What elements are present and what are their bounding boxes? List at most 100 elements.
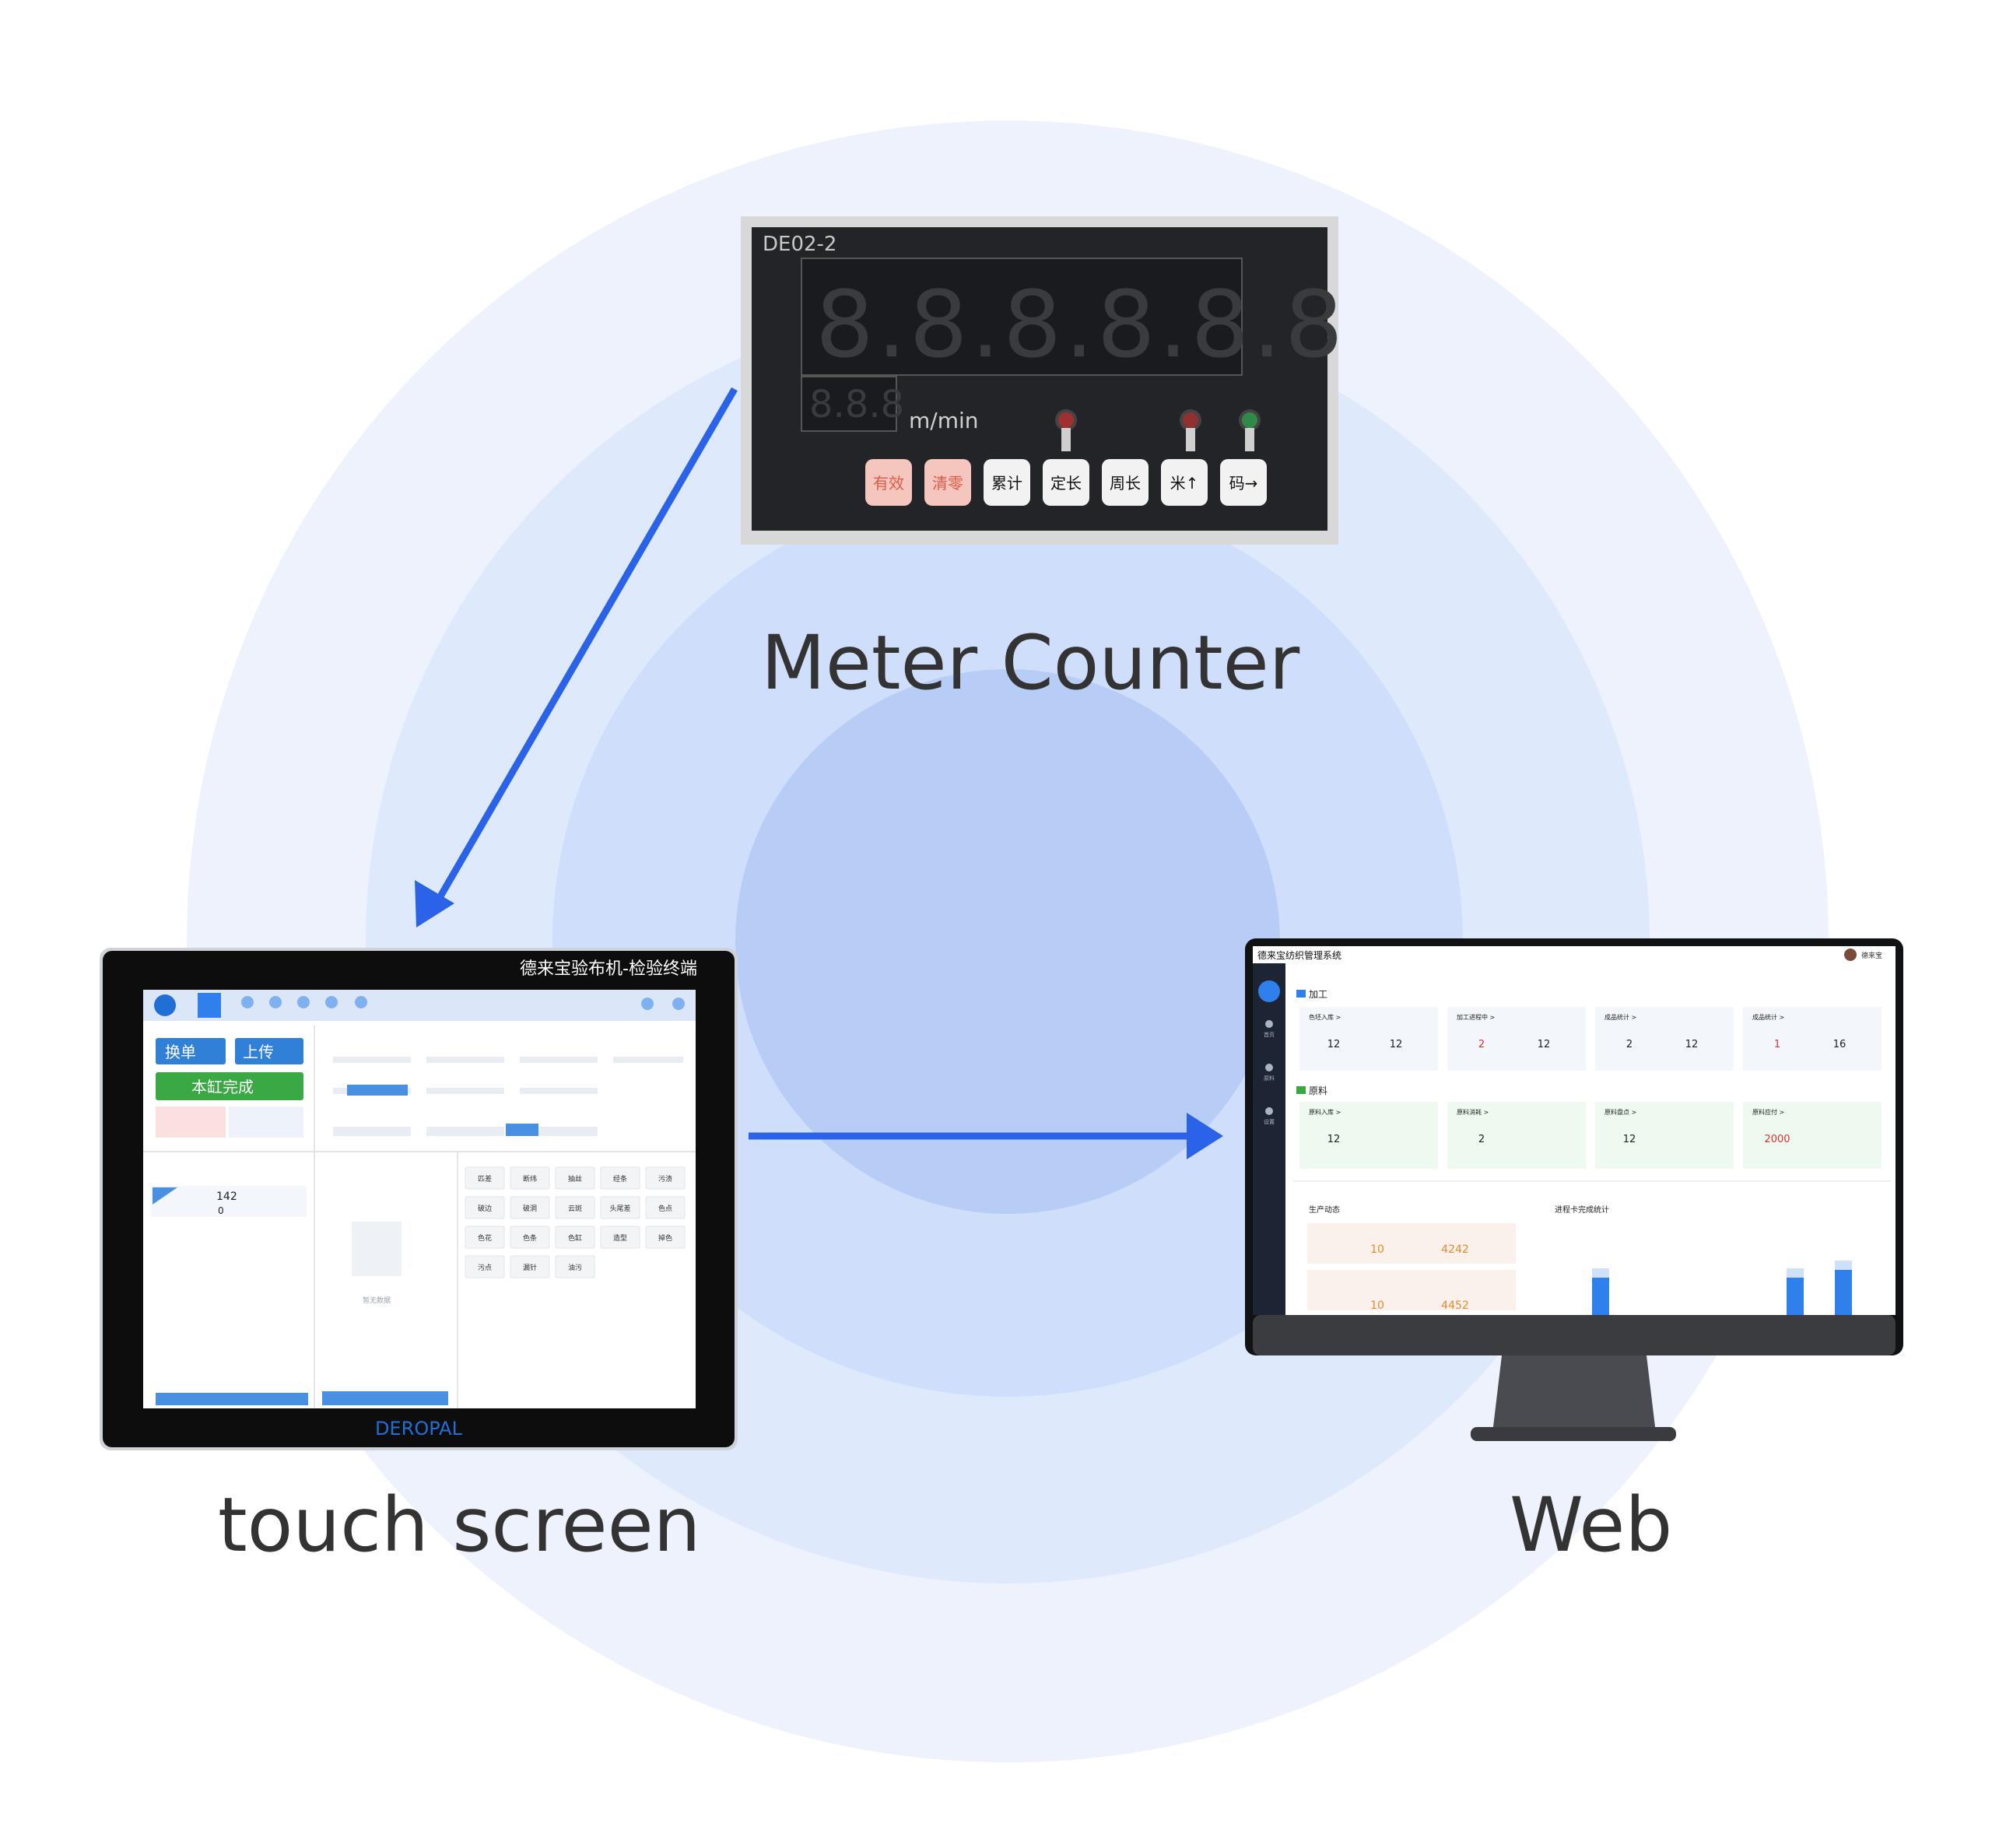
meter-button-label-4: 周长 bbox=[1110, 474, 1141, 493]
web-title: 德来宝纺织管理系统 bbox=[1257, 949, 1341, 961]
defect-button-4[interactable] bbox=[645, 1166, 686, 1190]
meter-button-3[interactable] bbox=[1043, 459, 1089, 506]
raw-card-title-0: 原料入库 > bbox=[1309, 1108, 1341, 1116]
meter-button-4[interactable] bbox=[1102, 459, 1149, 506]
defect-button-16[interactable] bbox=[510, 1255, 550, 1278]
raw-card-title-2: 原料盘点 > bbox=[1604, 1108, 1636, 1116]
change-order-button[interactable]: 换单 bbox=[165, 1043, 196, 1061]
svg-text:8.8.8.8.8.8.: 8.8.8.8.8.8. bbox=[815, 271, 1338, 378]
processing-card-3[interactable] bbox=[1743, 1007, 1882, 1071]
defect-button-11[interactable] bbox=[510, 1226, 550, 1249]
defect-button-14[interactable] bbox=[645, 1226, 686, 1249]
defect-label-10: 色花 bbox=[478, 1233, 492, 1243]
processing-card-0[interactable] bbox=[1299, 1007, 1438, 1071]
meter-speed-display: 8.8.8 bbox=[809, 383, 904, 426]
meter-counter-device: DE02-2 8.8.8.8.8.8. 8.8.8 m/min 有效 清零 累计 定长… bbox=[741, 216, 1376, 545]
defect-button-8[interactable] bbox=[600, 1196, 640, 1219]
nav-icon-1[interactable] bbox=[1265, 1064, 1273, 1071]
meter-button-label-3: 定长 bbox=[1050, 474, 1082, 493]
meter-main-display: 8.8.8.8.8.8. bbox=[815, 271, 1376, 378]
defect-label-6: 破洞 bbox=[523, 1204, 537, 1213]
meter-button-5[interactable] bbox=[1161, 459, 1208, 506]
defect-button-15[interactable] bbox=[465, 1255, 505, 1278]
nav-icon-2[interactable] bbox=[1265, 1107, 1273, 1115]
meter-button-2[interactable] bbox=[984, 459, 1030, 506]
web-user: 德来宝 bbox=[1861, 951, 1882, 960]
raw-card-title-3: 原料应付 > bbox=[1752, 1108, 1784, 1116]
defect-label-9: 色点 bbox=[658, 1204, 672, 1213]
defect-label-17: 油污 bbox=[568, 1263, 582, 1272]
meter-button-6[interactable] bbox=[1220, 459, 1267, 506]
raw-card-3[interactable] bbox=[1743, 1102, 1882, 1169]
processing-card-title-1: 加工进程中 > bbox=[1457, 1013, 1495, 1021]
processing-card-b-0: 12 bbox=[1390, 1039, 1403, 1050]
processing-card-2[interactable] bbox=[1595, 1007, 1734, 1071]
meter-button-label-5: 米↑ bbox=[1170, 474, 1199, 493]
upload-button[interactable]: 上传 bbox=[243, 1043, 274, 1061]
processing-card-a-0: 12 bbox=[1327, 1039, 1341, 1050]
defect-label-7: 云斑 bbox=[568, 1204, 582, 1213]
defect-button-12[interactable] bbox=[555, 1226, 595, 1249]
defect-button-7[interactable] bbox=[555, 1196, 595, 1219]
empty-text: 暂无数据 bbox=[363, 1296, 391, 1305]
processing-card-title-3: 成品统计 > bbox=[1752, 1013, 1784, 1021]
raw-card-1[interactable] bbox=[1447, 1102, 1586, 1169]
processing-card-a-3: 1 bbox=[1774, 1039, 1780, 1050]
defect-label-4: 污渍 bbox=[658, 1174, 672, 1183]
processing-card-b-1: 12 bbox=[1538, 1039, 1551, 1050]
defect-button-10[interactable] bbox=[465, 1226, 505, 1249]
processing-card-title-0: 色坯入库 > bbox=[1309, 1013, 1341, 1021]
raw-card-2[interactable] bbox=[1595, 1102, 1734, 1169]
raw-card-a-0: 12 bbox=[1327, 1134, 1341, 1145]
label-web: Web bbox=[1510, 1482, 1673, 1569]
processing-card-a-1: 2 bbox=[1478, 1039, 1485, 1050]
meter-button-label-0: 有效 bbox=[873, 474, 904, 493]
meter-button-1[interactable] bbox=[924, 459, 971, 506]
defect-label-5: 破边 bbox=[478, 1204, 492, 1213]
prod-c: 10 bbox=[1370, 1299, 1384, 1312]
meter-model: DE02-2 bbox=[763, 233, 836, 256]
processing-card-1[interactable] bbox=[1447, 1007, 1586, 1071]
raw-card-a-2: 12 bbox=[1623, 1134, 1636, 1145]
defect-button-17[interactable] bbox=[555, 1255, 595, 1278]
counter-zero: 0 bbox=[218, 1205, 224, 1216]
defect-button-6[interactable] bbox=[510, 1196, 550, 1219]
section-raw: 原料 bbox=[1309, 1085, 1327, 1096]
processing-card-title-2: 成品统计 > bbox=[1604, 1013, 1636, 1021]
defect-label-16: 漏针 bbox=[523, 1263, 537, 1272]
defect-button-3[interactable] bbox=[600, 1166, 640, 1190]
defect-button-2[interactable] bbox=[555, 1166, 595, 1190]
nav-label-0[interactable]: 首页 bbox=[1264, 1031, 1275, 1038]
batch-done-button[interactable]: 本缸完成 bbox=[191, 1078, 254, 1096]
defect-label-12: 色缸 bbox=[568, 1233, 582, 1243]
meter-unit-label: m/min bbox=[909, 408, 979, 433]
nav-label-2[interactable]: 设置 bbox=[1264, 1118, 1275, 1125]
nav-icon-0[interactable] bbox=[1265, 1020, 1273, 1028]
raw-card-0[interactable] bbox=[1299, 1102, 1438, 1169]
defect-label-2: 抽丝 bbox=[568, 1174, 582, 1183]
raw-card-title-1: 原料消耗 > bbox=[1457, 1108, 1489, 1116]
defect-label-8: 头尾差 bbox=[609, 1204, 630, 1213]
processing-card-a-2: 2 bbox=[1626, 1039, 1633, 1050]
defect-label-0: 匹差 bbox=[478, 1174, 492, 1183]
panel-progress: 进程卡完成统计 bbox=[1555, 1205, 1609, 1215]
defect-button-0[interactable] bbox=[465, 1166, 505, 1190]
arrowhead-touchscreen bbox=[415, 880, 454, 928]
tablet-title: 德来宝验布机-检验终端 bbox=[520, 959, 697, 979]
meter-button-label-1: 清零 bbox=[932, 474, 963, 493]
defect-button-9[interactable] bbox=[645, 1196, 686, 1219]
defect-button-5[interactable] bbox=[465, 1196, 505, 1219]
arrow-meter-to-touchscreen bbox=[437, 387, 738, 899]
defect-button-1[interactable] bbox=[510, 1166, 550, 1190]
meter-button-label-2: 累计 bbox=[991, 474, 1022, 493]
touch-screen-device: 德来宝验布机-检验终端 换单 上传 本缸完成 142 0 暂无数据 匹差断纬抽丝… bbox=[100, 948, 738, 1450]
nav-label-1[interactable]: 原料 bbox=[1264, 1075, 1275, 1082]
meter-button-0[interactable] bbox=[865, 459, 912, 506]
label-meter-counter: Meter Counter bbox=[761, 619, 1300, 707]
defect-button-13[interactable] bbox=[600, 1226, 640, 1249]
defect-label-11: 色条 bbox=[523, 1233, 537, 1243]
meter-button-label-6: 码→ bbox=[1229, 474, 1258, 493]
prod-a: 10 bbox=[1370, 1243, 1384, 1256]
